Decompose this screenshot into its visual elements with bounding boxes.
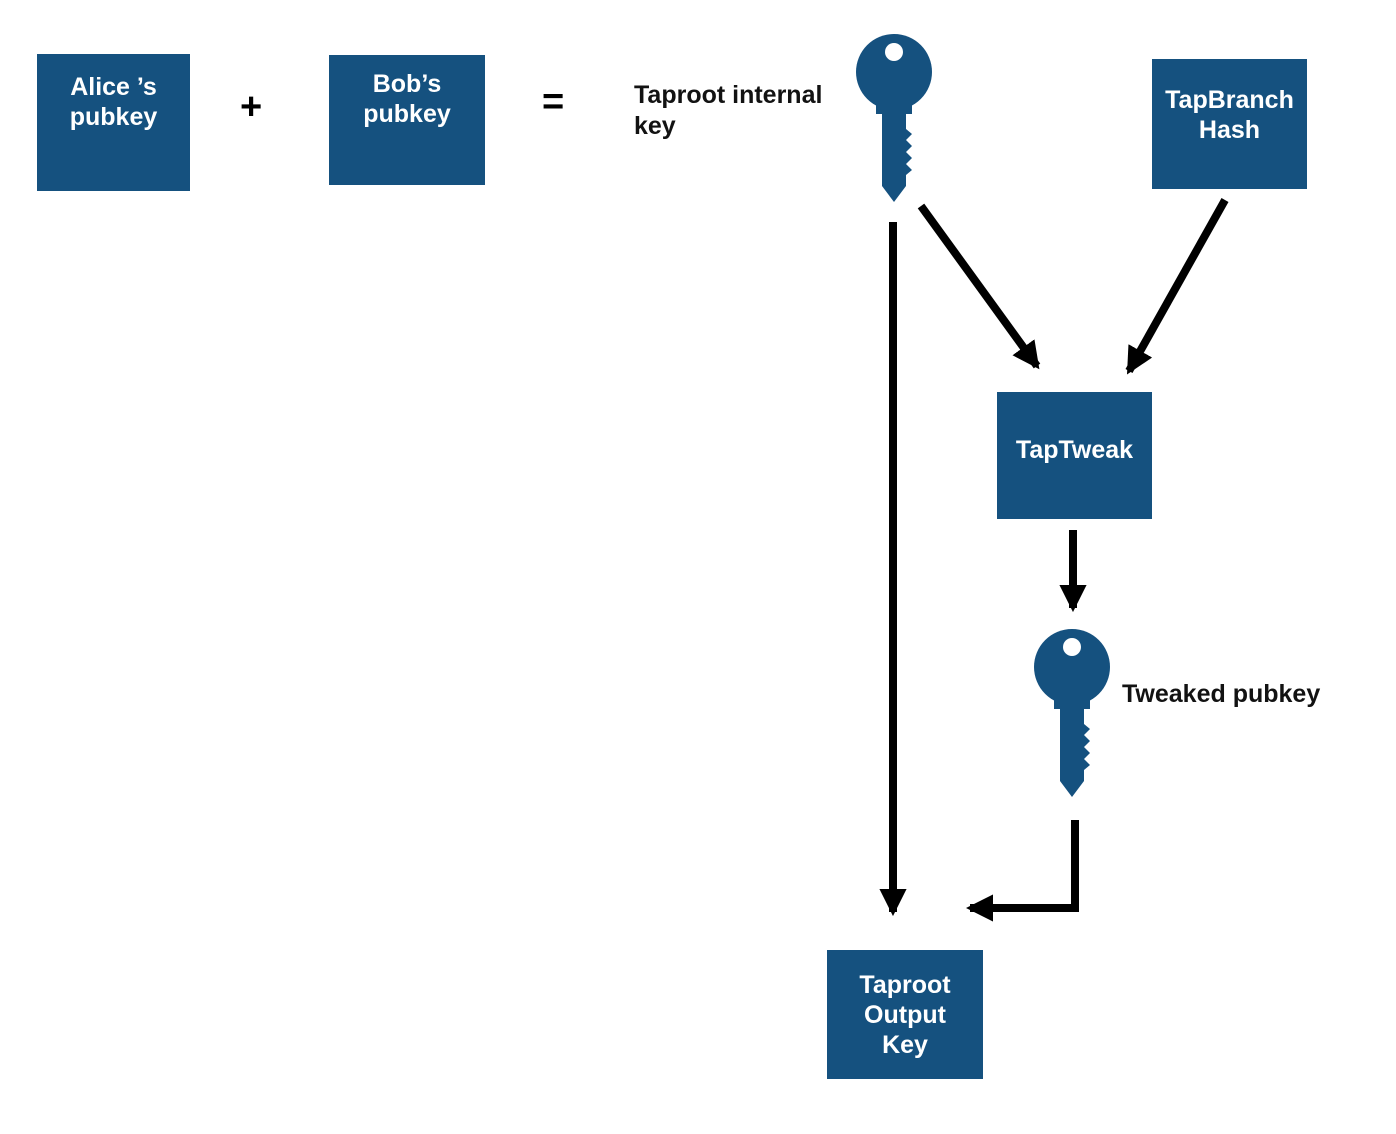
equals-operator: = <box>542 81 565 123</box>
key-stem <box>1054 691 1090 797</box>
node-taptweak: TapTweak <box>997 392 1152 519</box>
node-bob-pubkey-label: Bob’s pubkey <box>363 70 451 128</box>
plus-operator: + <box>240 86 263 128</box>
arrow-tapbranch-hash-to-taptweak <box>1125 198 1229 375</box>
node-taproot-output-key-label: Taproot Output Key <box>859 970 951 1059</box>
key-head <box>856 34 932 110</box>
taproot-internal-key-icon <box>856 34 932 202</box>
arrow-internal-key-to-taptweak <box>917 203 1041 370</box>
key-head <box>1034 629 1110 705</box>
taproot-internal-key-label: Taproot internal key <box>634 81 823 140</box>
arrow-tweaked-pubkey-to-output-key <box>965 820 1079 922</box>
key-hole <box>885 43 903 61</box>
key-hole <box>1063 638 1081 656</box>
node-alice-pubkey: Alice ’s pubkey <box>37 54 190 191</box>
tweaked-pubkey-key-icon <box>1034 629 1110 797</box>
node-taproot-output-key: Taproot Output Key <box>827 950 983 1079</box>
node-bob-pubkey: Bob’s pubkey <box>329 55 485 185</box>
node-tapbranch-hash-label: TapBranch Hash <box>1165 86 1294 144</box>
node-taptweak-label: TapTweak <box>1015 435 1134 464</box>
node-tapbranch-hash: TapBranch Hash <box>1152 59 1307 189</box>
key-stem <box>876 96 912 202</box>
tweaked-pubkey-label: Tweaked pubkey <box>1122 680 1321 708</box>
node-alice-pubkey-label: Alice ’s pubkey <box>69 73 158 131</box>
